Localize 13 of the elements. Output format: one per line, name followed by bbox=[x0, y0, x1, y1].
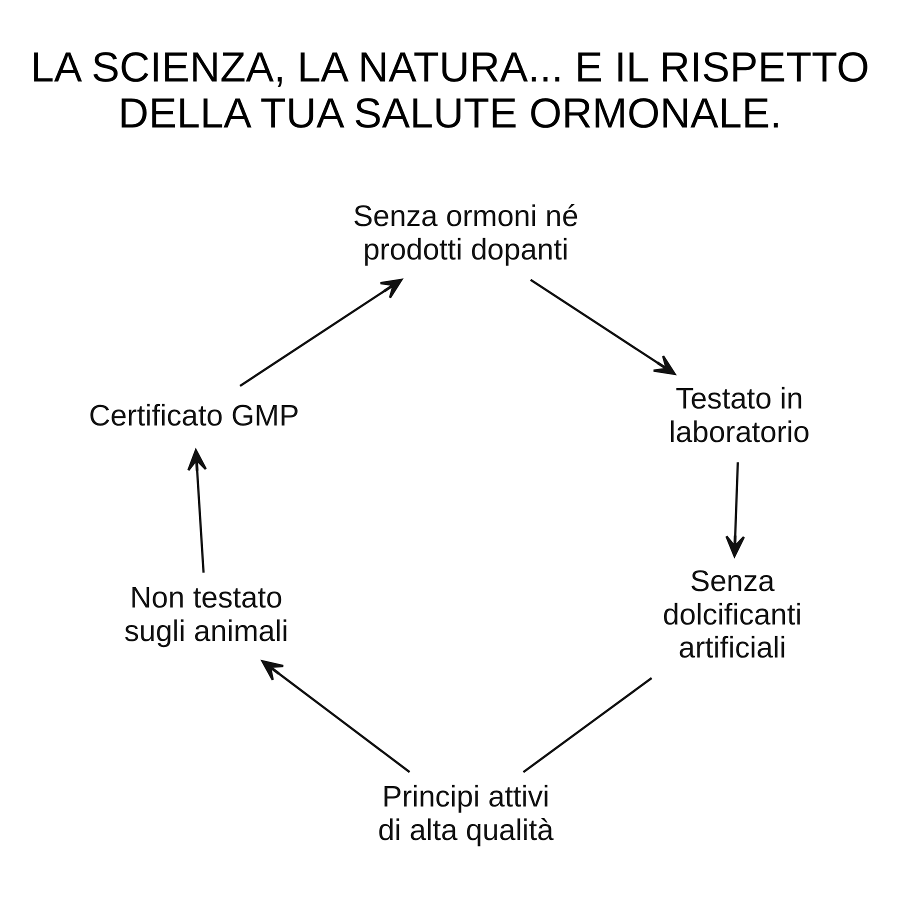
node-text: Senza ormoni né prodotti dopanti bbox=[353, 200, 578, 266]
node-text: Senza dolcificanti artificiali bbox=[662, 564, 802, 664]
arrow bbox=[725, 462, 745, 557]
node-text: Non testato sugli animali bbox=[124, 581, 288, 648]
arrow bbox=[187, 448, 207, 572]
arrow bbox=[239, 278, 402, 386]
connector bbox=[522, 676, 652, 773]
node-text: Testato in laboratorio bbox=[668, 382, 810, 448]
diagram-title: LA SCIENZA, LA NATURA... E IL RISPETTO DELLA TUA SALUTE ORMONALE. bbox=[30, 43, 870, 136]
arrow bbox=[530, 278, 676, 375]
node-text: Certificato GMP bbox=[88, 398, 300, 432]
node-text: Principi attivi di alta qualità bbox=[378, 780, 554, 846]
arrow bbox=[261, 660, 410, 772]
